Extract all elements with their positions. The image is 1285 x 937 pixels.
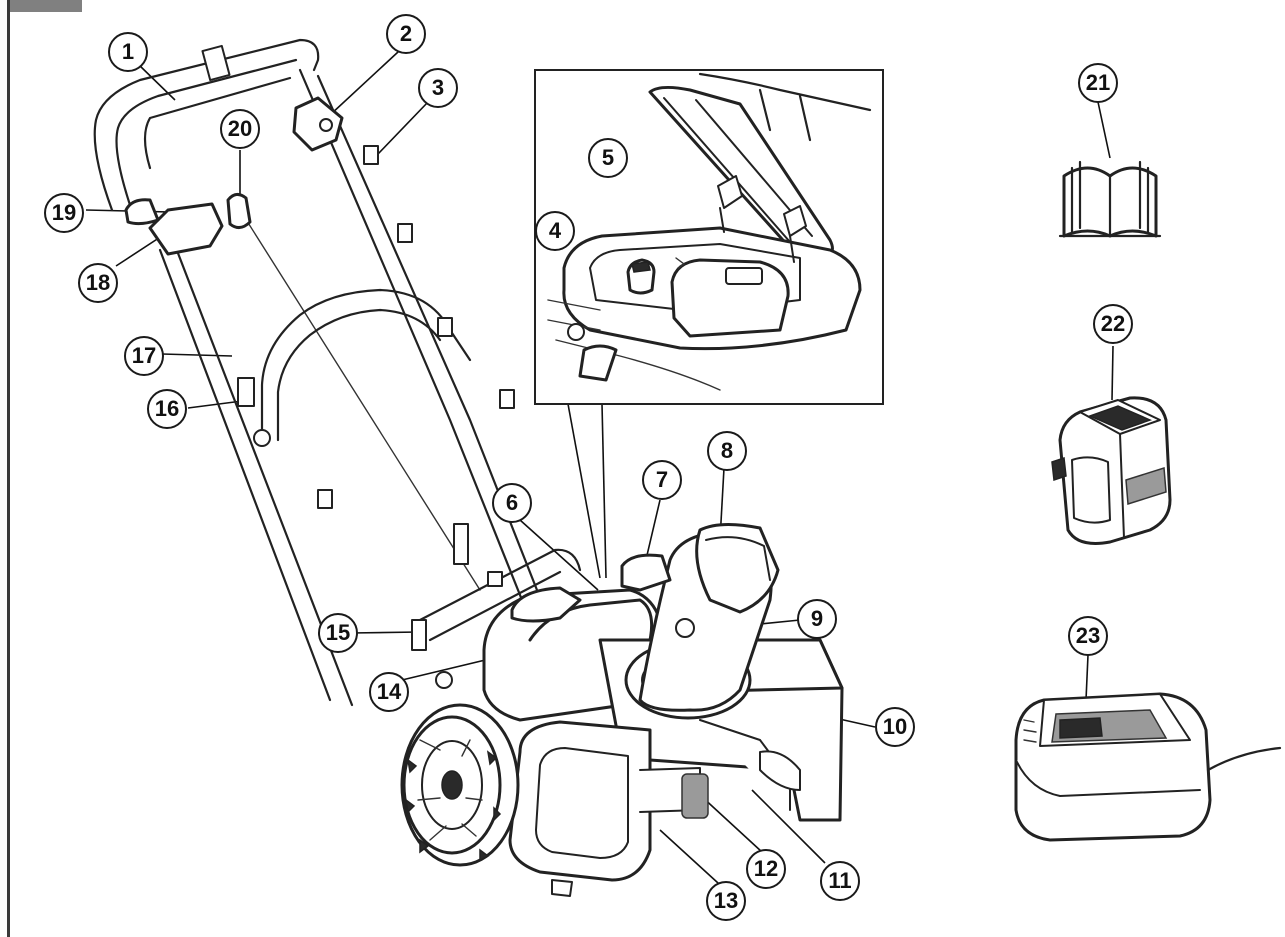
- callout-17: 17: [124, 336, 164, 376]
- callout-22: 22: [1093, 304, 1133, 344]
- callout-15: 15: [318, 613, 358, 653]
- callout-13: 13: [706, 881, 746, 921]
- machine-body: [400, 523, 844, 897]
- callout-3: 3: [418, 68, 458, 108]
- callout-14: 14: [369, 672, 409, 712]
- callout-9: 9: [797, 599, 837, 639]
- header-tab: [8, 0, 82, 12]
- callout-8: 8: [707, 431, 747, 471]
- wheel: [400, 703, 520, 867]
- battery-charger-icon: [1014, 692, 1282, 842]
- left-margin-rule: [7, 0, 10, 937]
- callout-11: 11: [820, 861, 860, 901]
- manual-book-icon: [1058, 160, 1162, 238]
- callout-18: 18: [78, 263, 118, 303]
- callout-19: 19: [44, 193, 84, 233]
- callout-21: 21: [1078, 63, 1118, 103]
- callout-16: 16: [147, 389, 187, 429]
- callout-1: 1: [108, 32, 148, 72]
- callout-23: 23: [1068, 616, 1108, 656]
- callout-5: 5: [588, 138, 628, 178]
- callout-2: 2: [386, 14, 426, 54]
- callout-4: 4: [535, 211, 575, 251]
- callout-10: 10: [875, 707, 915, 747]
- handle-assembly: [93, 38, 582, 707]
- callout-20: 20: [220, 109, 260, 149]
- callout-12: 12: [746, 849, 786, 889]
- battery-pack-icon: [1051, 396, 1172, 545]
- battery-compartment-inset: [534, 69, 884, 405]
- callout-7: 7: [642, 460, 682, 500]
- callout-6: 6: [492, 483, 532, 523]
